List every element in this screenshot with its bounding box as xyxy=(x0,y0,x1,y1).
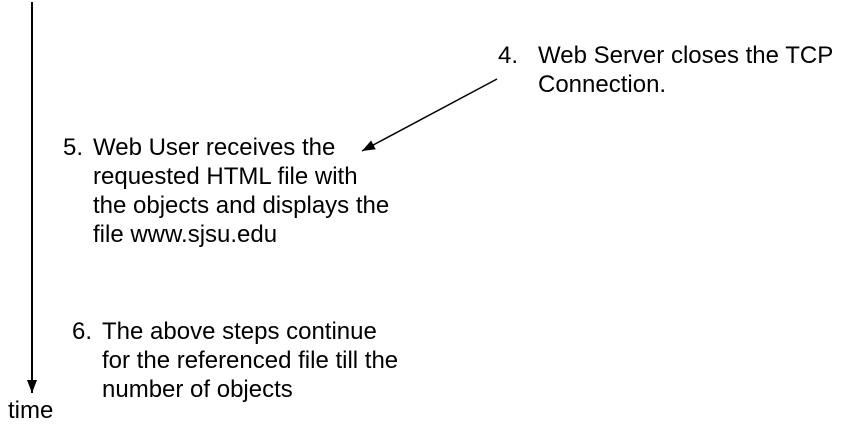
step4-to-step5-arrow xyxy=(361,78,498,152)
step-number: 6. xyxy=(72,318,93,345)
step-text: Web User receives the requested HTML fil… xyxy=(93,134,390,248)
step-item-5: 5. Web User receives the requested HTML … xyxy=(63,133,389,249)
step-text: Web Server closes the TCP Connection. xyxy=(538,42,834,98)
step-text: The above steps continue for the referen… xyxy=(102,318,399,403)
step-item-6: 6. The above steps continue for the refe… xyxy=(72,317,398,404)
step-number: 4. xyxy=(498,42,519,69)
time-axis-label: time xyxy=(8,397,54,424)
step-number: 5. xyxy=(63,134,84,161)
step-item-4: 4. Web Server closes the TCP Connection. xyxy=(498,41,833,99)
